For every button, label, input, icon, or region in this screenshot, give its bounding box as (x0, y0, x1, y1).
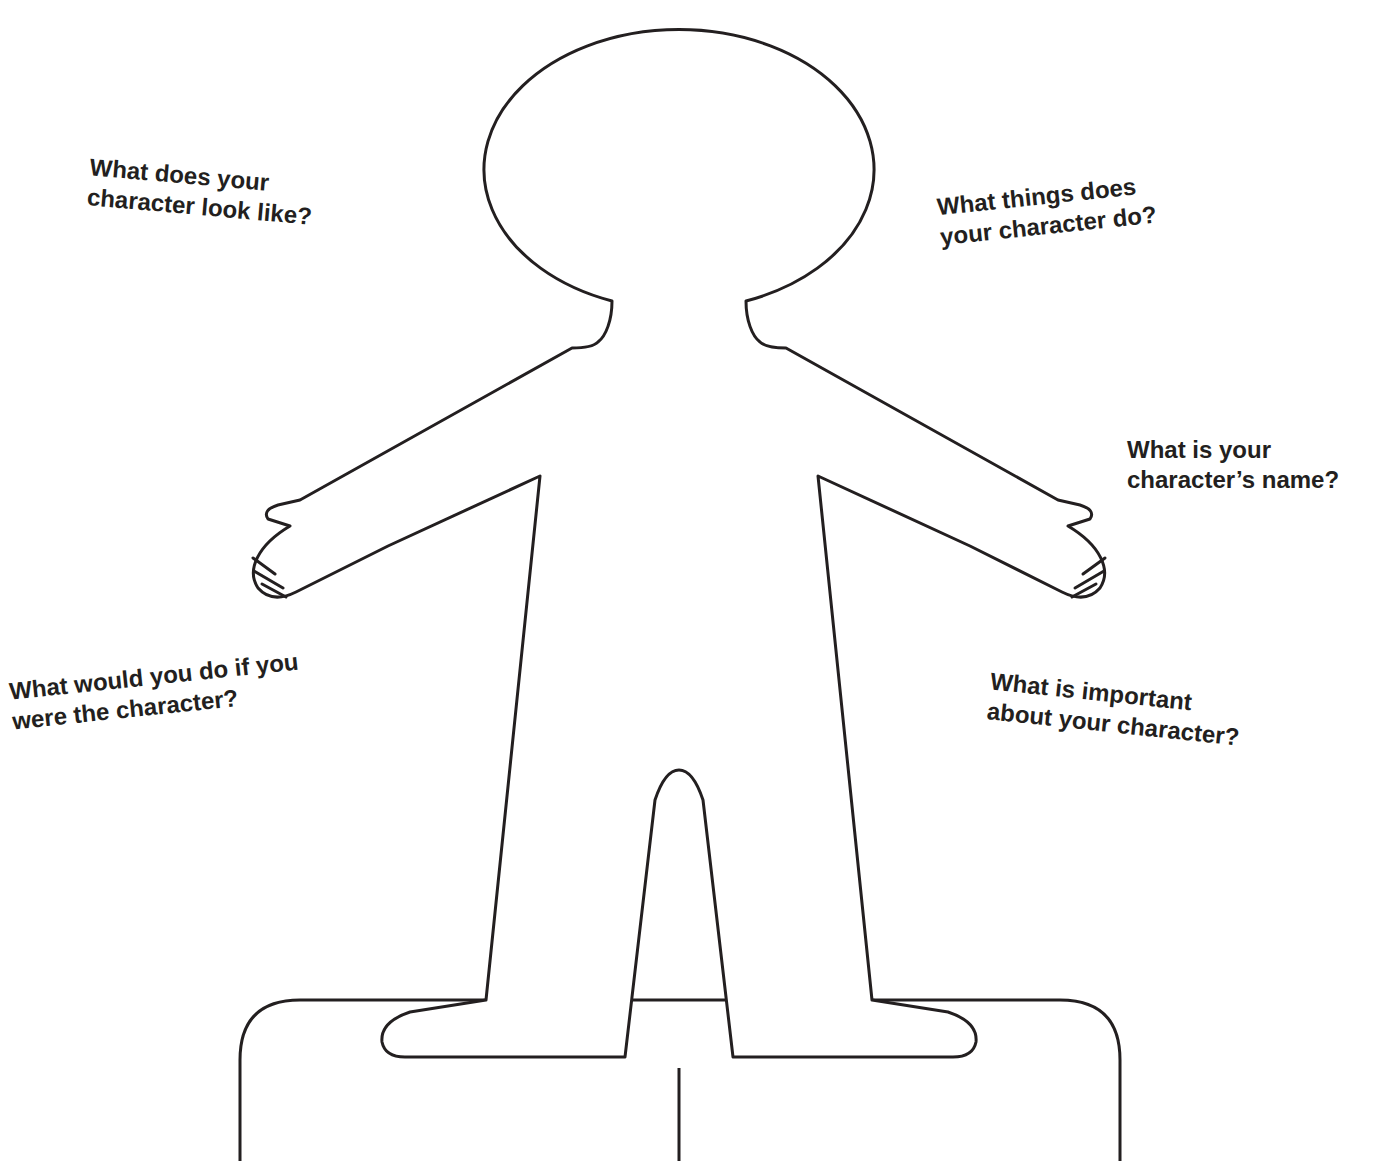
finger-line (262, 584, 286, 597)
finger-line (1072, 584, 1096, 597)
finger-lines (253, 558, 1105, 597)
question-label: What would you do if you were the charac… (8, 643, 333, 736)
finger-line (1075, 571, 1104, 588)
question-label: What does your character look like? (86, 152, 340, 234)
question-label: What is important about your character? (986, 666, 1255, 753)
body-outline (253, 30, 1104, 1057)
question-label: What is your character’s name? (1127, 435, 1357, 495)
question-label: What things does your character do? (936, 168, 1176, 252)
stand-divider (678, 1068, 681, 1161)
finger-line (254, 571, 283, 588)
stand-base (240, 1000, 1120, 1161)
